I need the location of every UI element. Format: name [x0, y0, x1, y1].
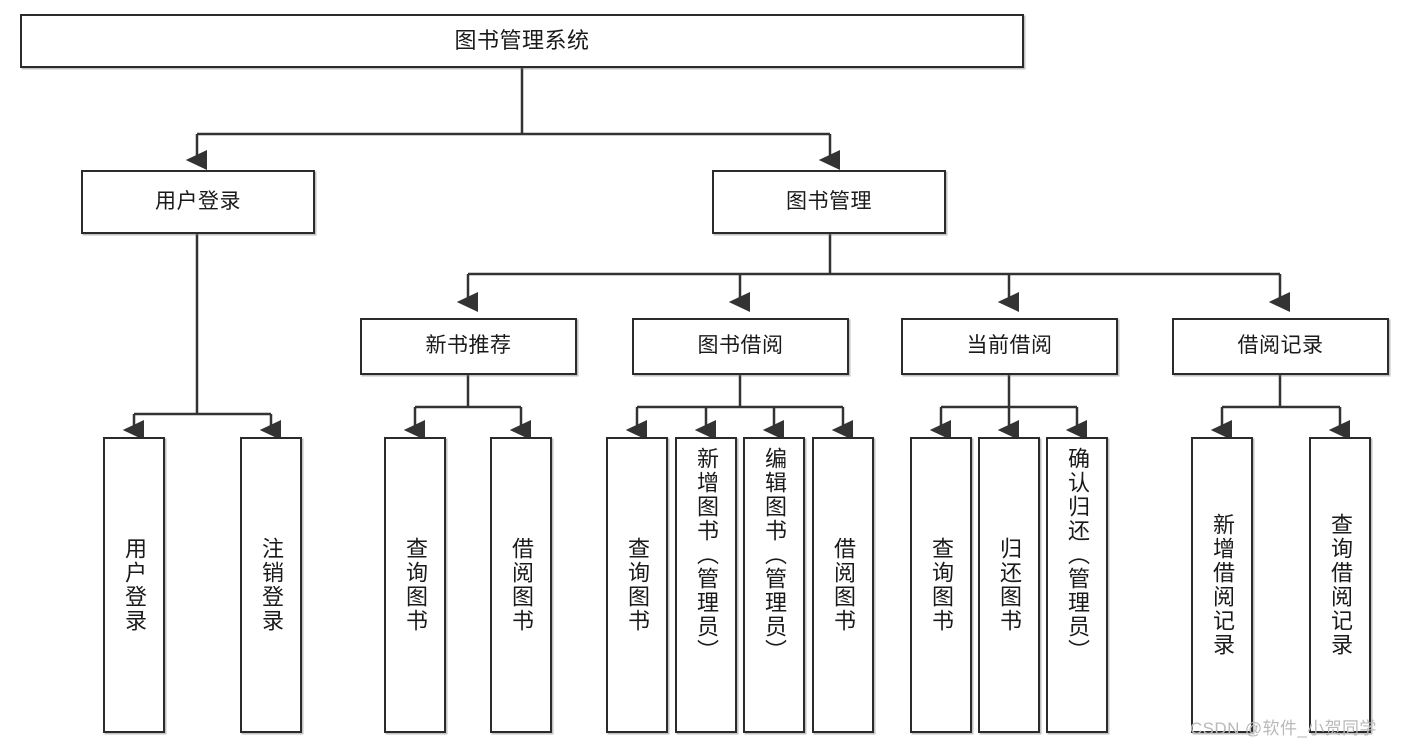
leaf-query-book-recommendation[interactable]: 查询图书: [384, 437, 446, 733]
node-label: 确认归还（管理员）: [1065, 447, 1090, 663]
node-label: 编辑图书（管理员）: [762, 447, 787, 663]
leaf-user-login[interactable]: 用户登录: [103, 437, 165, 733]
node-label: 图书管理系统: [454, 28, 590, 54]
leaf-query-borrowing-record[interactable]: 查询借阅记录: [1309, 437, 1371, 733]
node-label: 图书借阅: [697, 334, 784, 358]
leaf-confirm-return-admin[interactable]: 确认归还（管理员）: [1046, 437, 1108, 733]
node-label: 查询借阅记录: [1328, 513, 1353, 657]
leaf-return-book[interactable]: 归还图书: [978, 437, 1040, 733]
node-root-book-management-system[interactable]: 图书管理系统: [20, 14, 1024, 68]
node-label: 借阅图书: [509, 537, 534, 633]
node-label: 借阅图书: [831, 537, 856, 633]
node-borrowing-record[interactable]: 借阅记录: [1172, 318, 1389, 375]
node-label: 注销登录: [259, 537, 284, 633]
node-label: 查询图书: [625, 537, 650, 633]
node-current-borrowing[interactable]: 当前借阅: [901, 318, 1118, 375]
node-label: 新书推荐: [425, 334, 512, 358]
node-label: 归还图书: [997, 537, 1022, 633]
node-label: 查询图书: [403, 537, 428, 633]
node-label: 当前借阅: [966, 334, 1053, 358]
node-user-login[interactable]: 用户登录: [81, 170, 315, 234]
leaf-add-book-admin[interactable]: 新增图书（管理员）: [675, 437, 737, 733]
leaf-edit-book-admin[interactable]: 编辑图书（管理员）: [743, 437, 805, 733]
node-label: 图书管理: [786, 189, 872, 213]
node-new-book-recommendation[interactable]: 新书推荐: [360, 318, 577, 375]
node-label: 借阅记录: [1237, 334, 1324, 358]
leaf-borrow-book-recommendation[interactable]: 借阅图书: [490, 437, 552, 733]
leaf-query-book-current[interactable]: 查询图书: [910, 437, 972, 733]
csdn-watermark: CSDN @软件_小贺同学: [1190, 719, 1377, 738]
leaf-query-book-borrowing[interactable]: 查询图书: [606, 437, 668, 733]
node-label: 新增借阅记录: [1210, 513, 1235, 657]
leaf-borrow-book-borrowing[interactable]: 借阅图书: [812, 437, 874, 733]
leaf-add-borrowing-record[interactable]: 新增借阅记录: [1191, 437, 1253, 733]
node-book-borrowing[interactable]: 图书借阅: [632, 318, 849, 375]
node-label: 查询图书: [929, 537, 954, 633]
leaf-logout[interactable]: 注销登录: [240, 437, 302, 733]
node-label: 用户登录: [155, 189, 241, 213]
node-label: 用户登录: [122, 537, 147, 633]
node-label: 新增图书（管理员）: [694, 447, 719, 663]
node-book-management[interactable]: 图书管理: [712, 170, 946, 234]
